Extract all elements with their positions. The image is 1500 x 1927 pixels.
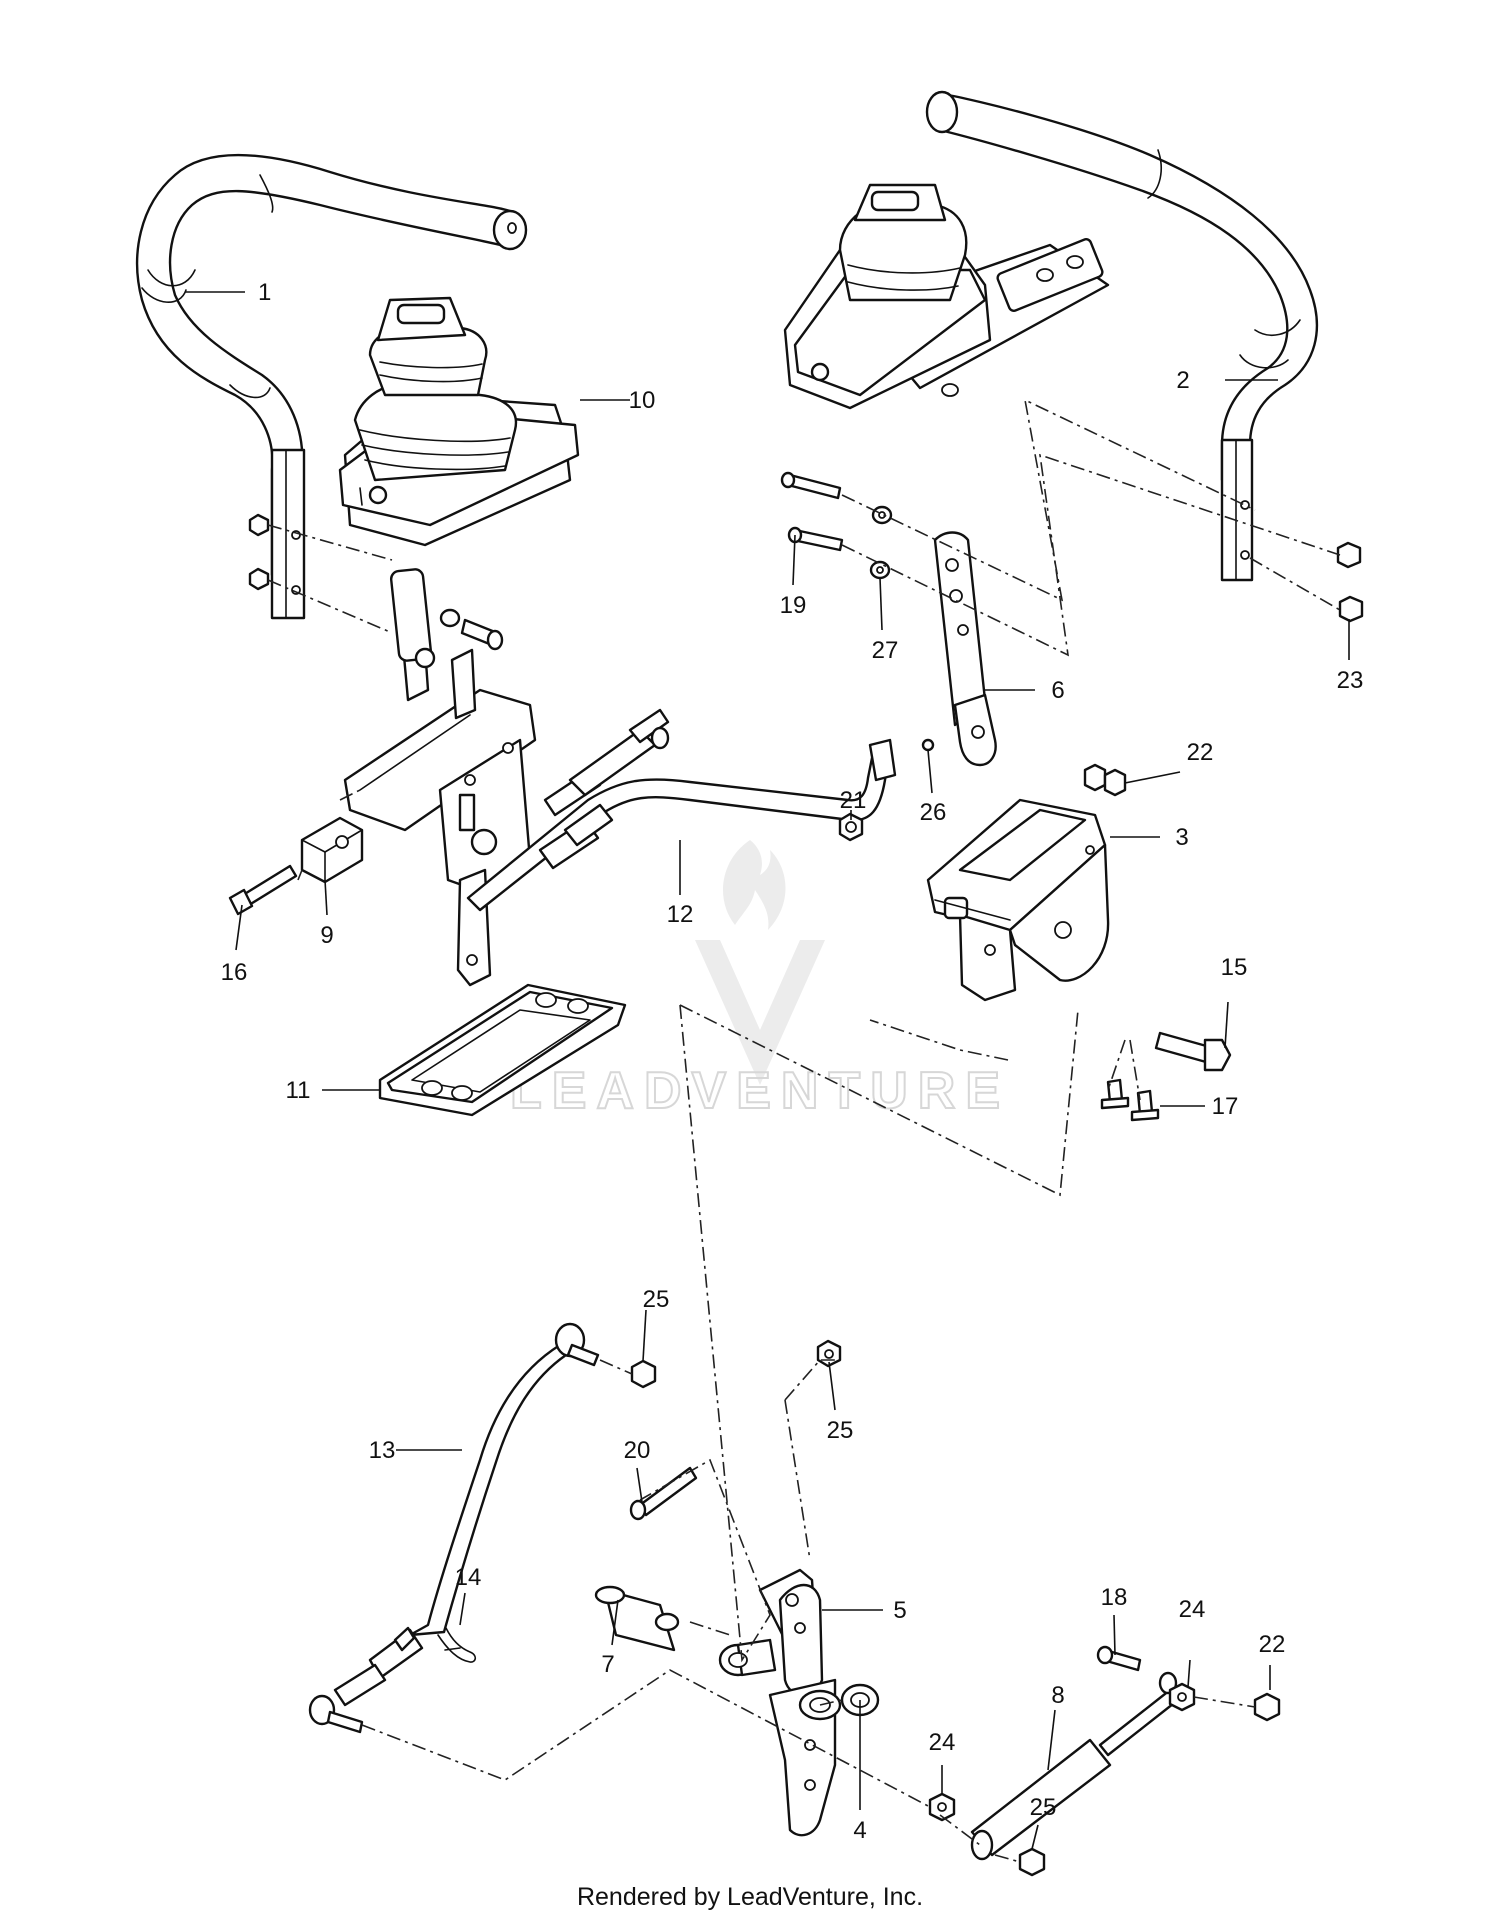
callout-25-upper: 25 — [643, 1286, 670, 1313]
callout-24-right: 24 — [1179, 1596, 1206, 1623]
part-9-block — [300, 816, 364, 884]
watermark-text: LEADVENTURE — [510, 1062, 1010, 1120]
part-14-clip — [437, 1627, 477, 1663]
part-5-pivot-arm — [758, 1568, 842, 1837]
callout-9: 9 — [320, 922, 333, 949]
callout-8: 8 — [1051, 1682, 1064, 1709]
part-7-bushing — [594, 1585, 680, 1652]
callout-4: 4 — [853, 1817, 866, 1844]
callout-27: 27 — [872, 637, 899, 664]
callout-11: 11 — [286, 1077, 311, 1104]
callout-22-lower: 22 — [1259, 1631, 1286, 1658]
callout-25-middle: 25 — [827, 1417, 854, 1444]
left-upper-hardware — [248, 513, 504, 651]
callout-labels: 1 2 3 4 5 6 7 8 9 10 11 12 13 14 15 16 1… — [221, 279, 1364, 1844]
footer-credit: Rendered by LeadVenture, Inc. — [577, 1883, 923, 1911]
callout-3: 3 — [1175, 824, 1188, 851]
nuts-23 — [1336, 541, 1364, 623]
part-8-damper — [970, 1645, 1180, 1861]
callout-13: 13 — [369, 1437, 396, 1464]
callout-25-lower: 25 — [1030, 1794, 1057, 1821]
callout-14: 14 — [455, 1564, 482, 1591]
callout-15: 15 — [1221, 954, 1248, 981]
callout-21: 21 — [840, 787, 867, 814]
callout-16: 16 — [221, 959, 248, 986]
part-10-left-boot — [338, 296, 580, 547]
left-control-assembly — [343, 568, 537, 987]
part-11-gasket — [378, 983, 627, 1117]
callout-19: 19 — [780, 592, 807, 619]
callout-12: 12 — [667, 901, 694, 928]
callout-23: 23 — [1337, 667, 1364, 694]
callout-17: 17 — [1212, 1093, 1239, 1120]
callout-20: 20 — [624, 1437, 651, 1464]
callout-7: 7 — [601, 1651, 614, 1678]
callout-26: 26 — [920, 799, 947, 826]
callout-18: 18 — [1101, 1584, 1128, 1611]
part-2-right-control-handle — [925, 90, 1318, 582]
callout-6: 6 — [1051, 677, 1064, 704]
leader-lines — [185, 291, 1350, 1850]
bushing-left-of-arm — [718, 1638, 777, 1677]
part-3-right-bracket — [926, 798, 1110, 1002]
part-12-control-rod — [466, 708, 897, 912]
callout-22-upper: 22 — [1187, 739, 1214, 766]
right-boot — [783, 183, 1110, 410]
part-13-link-rod — [308, 1322, 600, 1734]
callout-5: 5 — [893, 1597, 906, 1624]
watermark: LEADVENTURE — [509, 840, 1010, 1121]
pins-and-washers-19-27 — [780, 471, 935, 752]
part-6-right-lever — [933, 531, 997, 767]
callout-2: 2 — [1176, 367, 1189, 394]
part-16-bolt — [228, 864, 298, 916]
callout-24-left: 24 — [929, 1729, 956, 1756]
alignment-lines — [267, 398, 1341, 1863]
callout-1: 1 — [258, 279, 271, 306]
bracket-hardware — [838, 763, 1232, 1122]
callout-10: 10 — [629, 387, 656, 414]
